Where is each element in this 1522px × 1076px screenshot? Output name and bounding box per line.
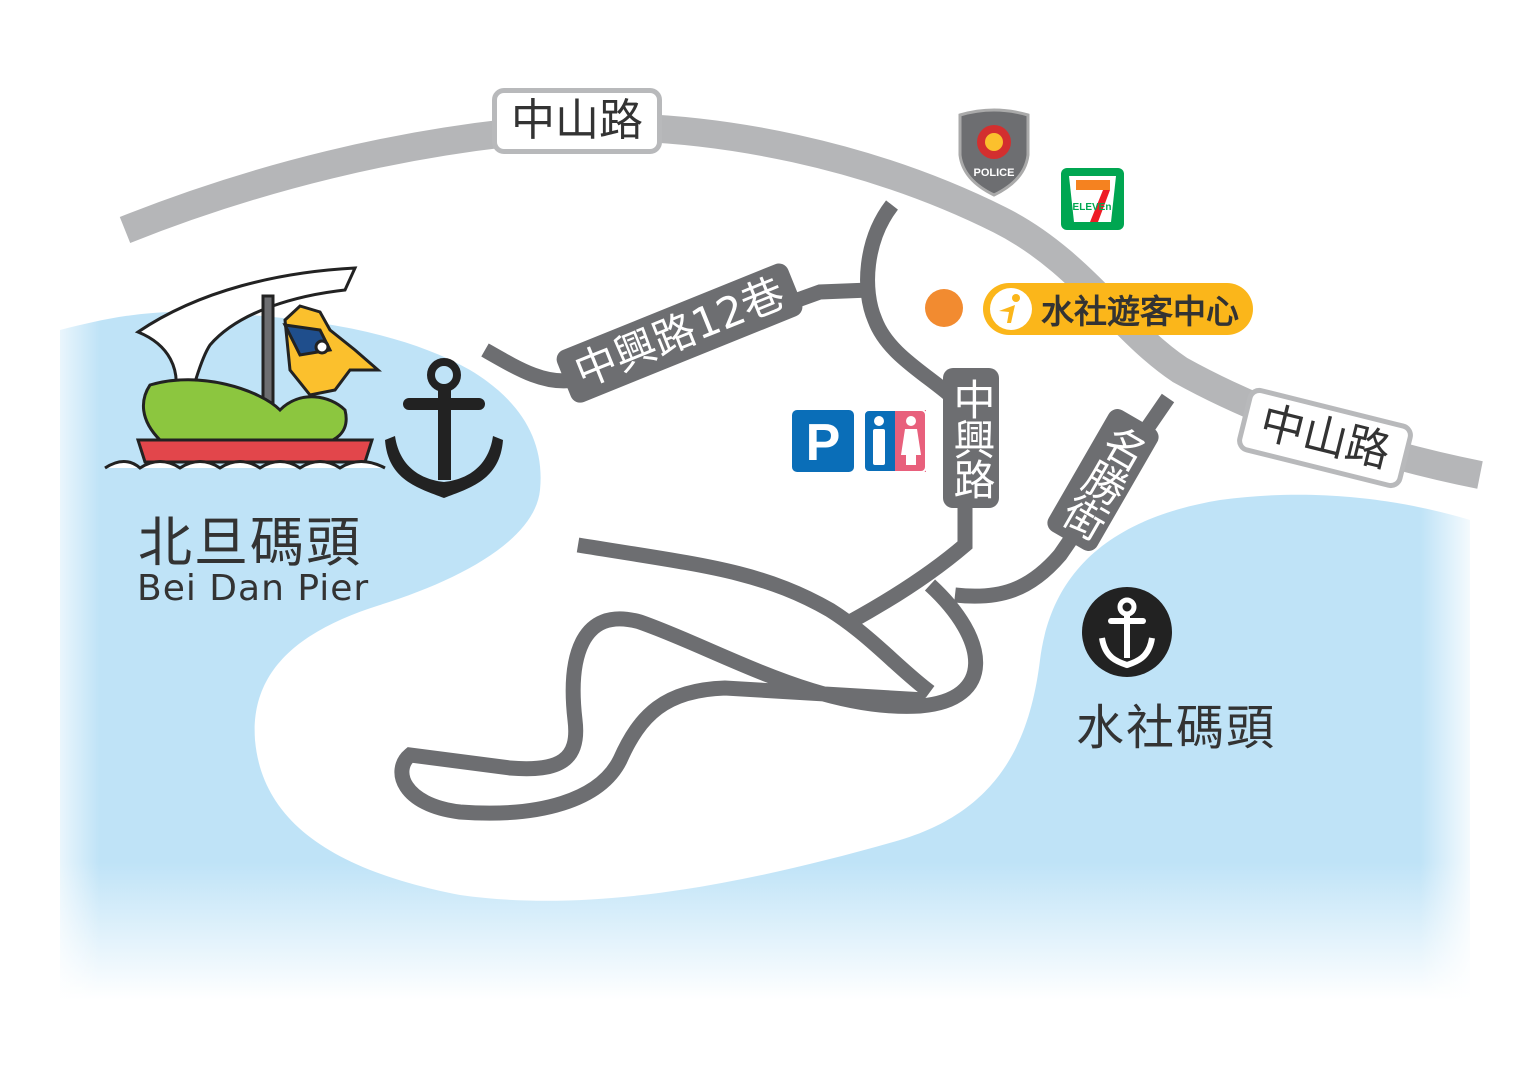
pier-label-shuishe: 水社碼頭: [1076, 700, 1277, 756]
police-label: POLICE: [974, 167, 1015, 179]
police-station-icon: POLICE: [958, 108, 1030, 197]
anchor-circle-icon: [1082, 587, 1172, 677]
seven-eleven-label: ELEVEn: [1073, 202, 1112, 213]
visitor-center-text: 水社遊客中心: [1041, 292, 1239, 331]
road-label-zhongshan: 中山路: [492, 88, 662, 154]
road-mingsheng: [954, 393, 1175, 604]
visitor-center-label[interactable]: 水社遊客中心: [983, 283, 1253, 335]
boat-mascot-illustration: [104, 266, 386, 470]
info-icon: [990, 288, 1032, 330]
pier-label-beidan: 北旦碼頭: [138, 511, 362, 574]
location-dot: [925, 289, 963, 327]
pier-label-beidan-en: Bei Dan Pier: [137, 568, 370, 609]
svg-text:P: P: [806, 414, 841, 472]
road-lakeside: [576, 537, 935, 699]
seven-eleven-icon: ELEVEn: [1061, 168, 1124, 230]
road-zhongxing: [846, 200, 973, 629]
anchor-icon: [385, 358, 503, 498]
parking-icon: P: [792, 410, 854, 472]
road-serpentine: [394, 579, 984, 821]
road-label-zhongxing: 中興路: [943, 368, 999, 508]
restroom-icon: [863, 409, 927, 473]
